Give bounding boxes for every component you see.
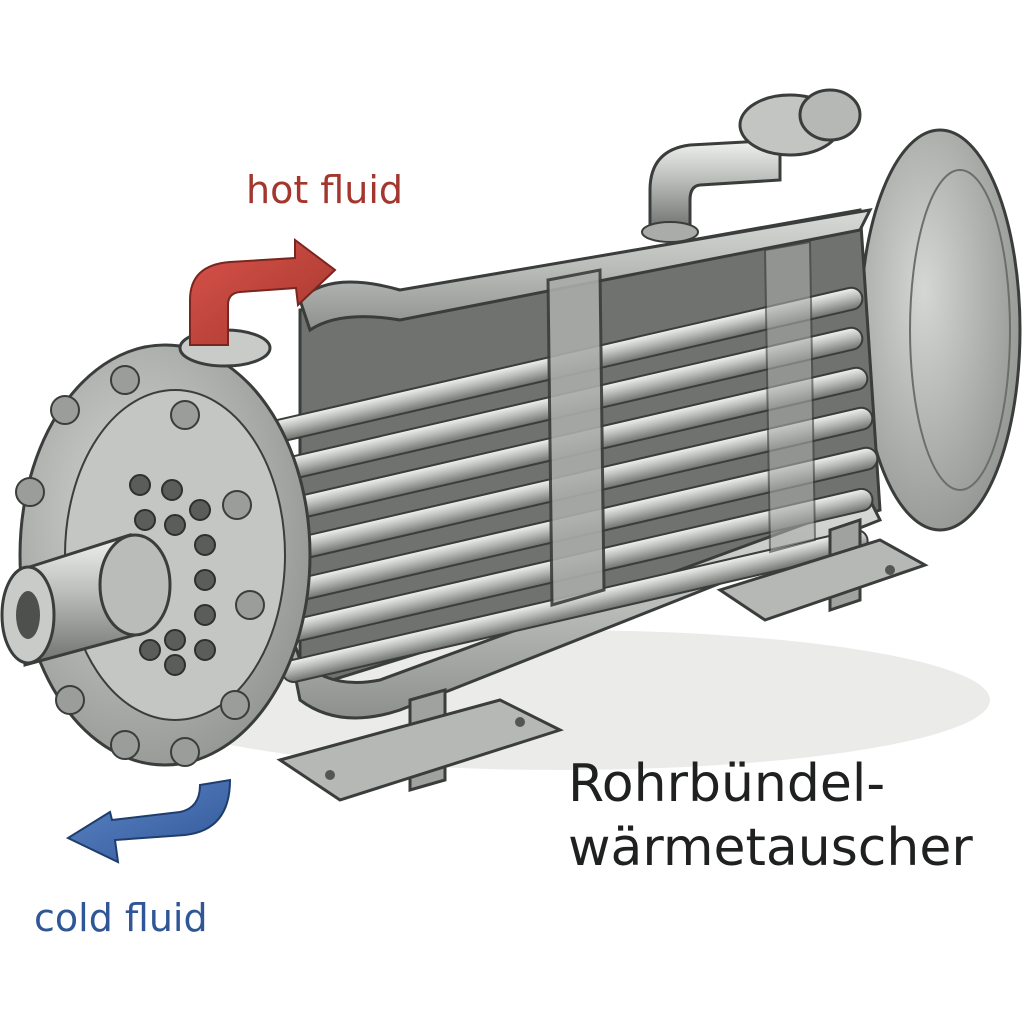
- top-nozzle: [641, 88, 862, 243]
- baffles: [546, 240, 817, 607]
- cold-fluid-arrow: [65, 778, 232, 864]
- title-line-2: wärmetauscher: [568, 818, 973, 878]
- diagram-title: Rohrbündel- wärmetauscher: [568, 752, 973, 880]
- cold-fluid-label: cold fluid: [34, 896, 208, 940]
- title-line-1: Rohrbündel-: [568, 754, 886, 814]
- hot-fluid-arrow: [178, 238, 337, 368]
- support-right: [716, 517, 929, 622]
- front-flange: [0, 343, 312, 767]
- right-end-cap: [858, 128, 1022, 532]
- support-left: [276, 688, 564, 802]
- shell-top: [298, 208, 873, 333]
- hot-fluid-label: hot fluid: [246, 168, 404, 212]
